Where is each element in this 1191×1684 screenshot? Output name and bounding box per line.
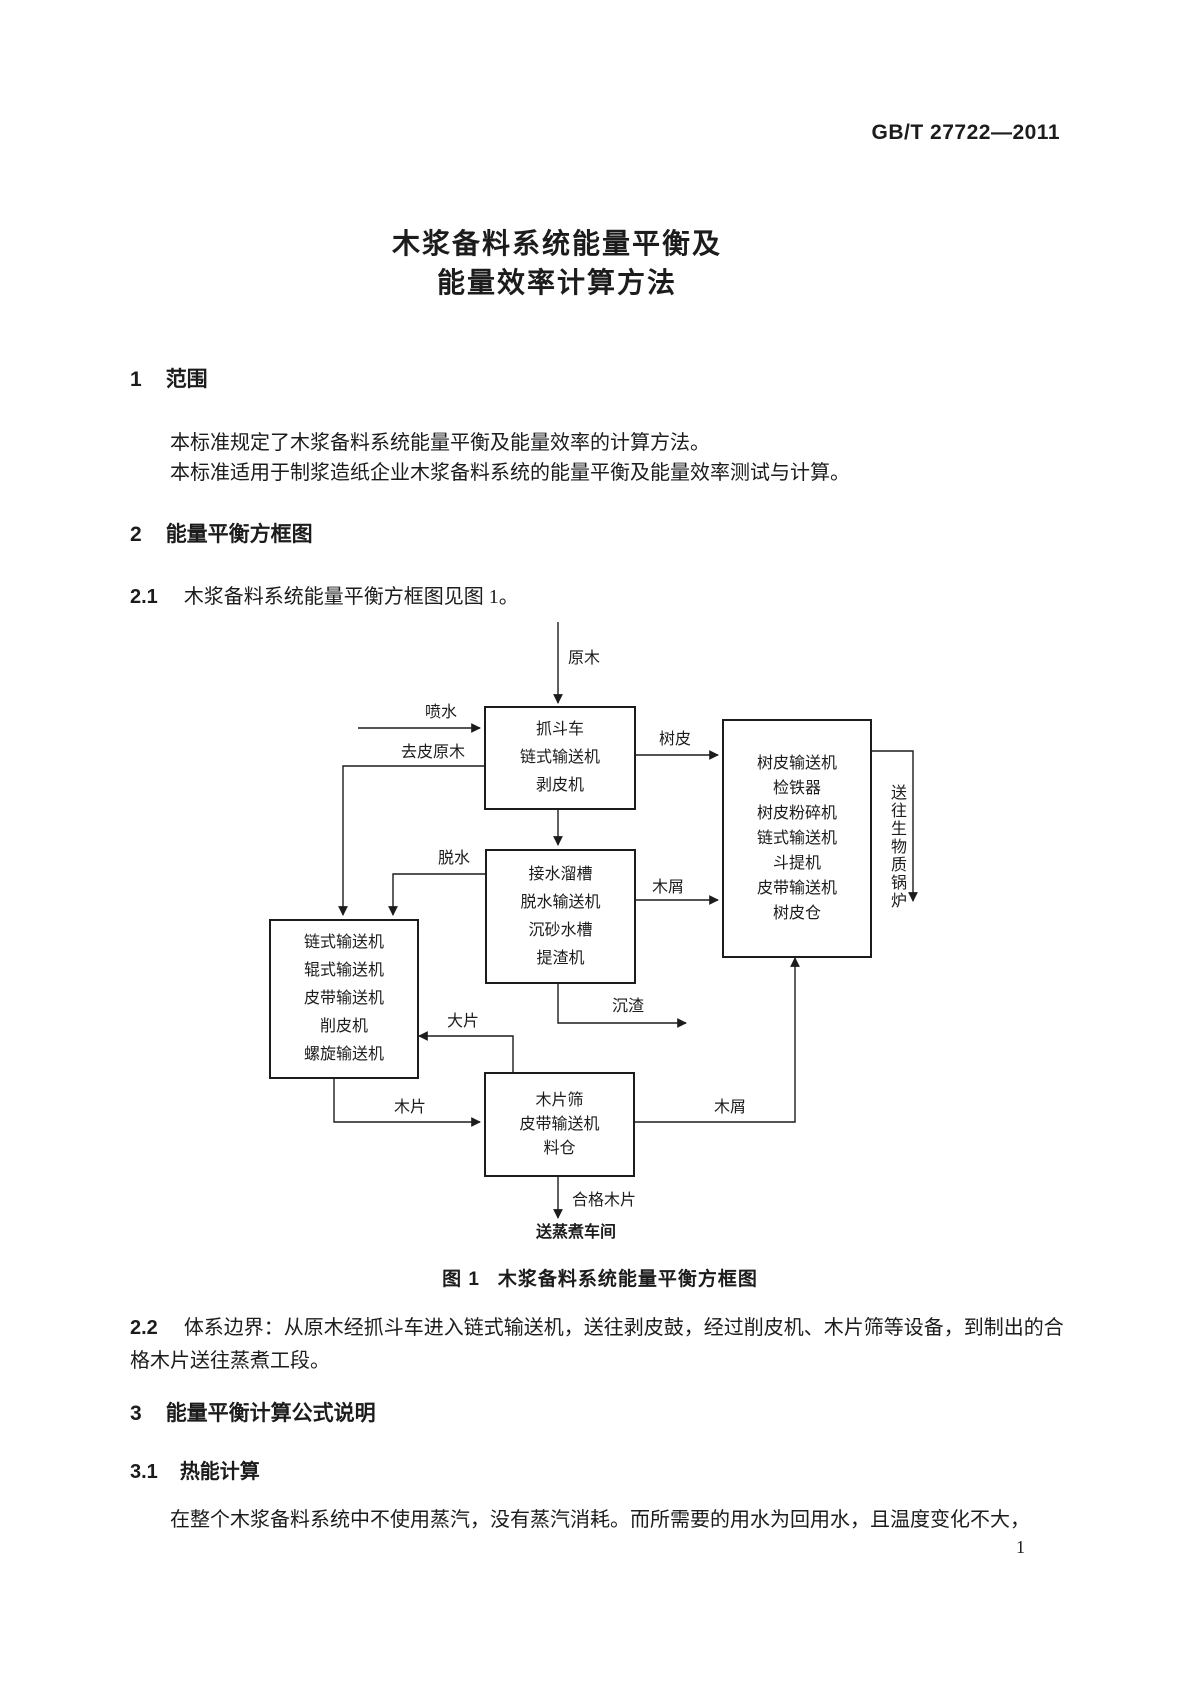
arrow-dewater [388,873,485,916]
section-3-1-body: 在整个木浆备料系统中不使用蒸汽，没有蒸汽消耗。而所需要的用水为回用水，且温度变化… [130,1505,1074,1535]
equipment-line: 提渣机 [536,949,585,967]
equipment-line: 削皮机 [319,1018,368,1035]
equipment-line: 接水溜槽 [528,865,593,883]
section-number: 3 [130,1402,142,1425]
clause-number: 2.2 [130,1317,158,1339]
box-bark-handling: 树皮输送机 检铁器 树皮粉碎机 链式输送机 斗提机 皮带输送机 树皮仓 [722,719,872,958]
doc-number: GB/T 27722—2011 [871,121,1060,144]
arrow-large-pieces [418,1031,514,1072]
flow-label-sawdust-bottom: 木屑 [714,1099,747,1116]
clause-text: 体系边界：从原木经抓斗车进入链式输送机，送往剥皮鼓，经过削皮机、木片筛等设备，到… [130,1317,1064,1372]
box-dewatering-trough: 接水溜槽 脱水输送机 沉砂水槽 提渣机 [485,849,636,984]
clause-text: 木浆备料系统能量平衡方框图见图 1。 [183,586,519,608]
section-title: 能量平衡计算公式说明 [165,1402,376,1425]
flow-label-raw-wood: 原木 [568,650,601,667]
flow-label-sediment: 沉渣 [612,998,645,1015]
section-2-heading: 2 能量平衡方框图 [130,523,313,547]
equipment-line: 检铁器 [772,780,821,797]
flow-label-spray-water: 喷水 [425,704,458,721]
equipment-line: 螺旋输送机 [303,1046,384,1063]
flow-label-chips: 木片 [394,1099,427,1116]
equipment-line: 树皮粉碎机 [756,805,837,822]
arrow-sediment [557,980,687,1028]
equipment-line: 斗提机 [772,855,821,872]
paragraph: 本标准规定了木浆备料系统能量平衡及能量效率的计算方法。 [170,432,710,454]
flow-label-dewater: 脱水 [438,850,471,867]
section-number: 2 [130,523,142,546]
equipment-line: 木片筛 [535,1091,584,1109]
equipment-line: 链式输送机 [519,749,600,766]
arrow-sawdust-bottom [631,957,800,1123]
flow-label-sawdust-top: 木屑 [652,879,685,896]
document-title: 木浆备料系统能量平衡及 能量效率计算方法 [0,224,1114,302]
equipment-line: 皮带输送机 [519,1115,600,1133]
page-number: 1 [1016,1537,1025,1557]
title-line-2: 能量效率计算方法 [436,267,677,298]
equipment-line: 皮带输送机 [303,990,384,1007]
flow-label-to-cooking: 送蒸煮车间 [536,1224,617,1241]
equipment-line: 辊式输送机 [303,962,384,979]
clause-title: 热能计算 [179,1461,260,1483]
equipment-line: 脱水输送机 [520,893,601,911]
flow-label-to-boiler: 送往生物质锅炉 [888,784,905,910]
section-title: 能量平衡方框图 [165,523,313,546]
equipment-line: 皮带输送机 [756,880,837,897]
clause-number: 2.1 [130,586,158,608]
flow-label-bark: 树皮 [659,731,692,748]
box-grab-car-debarker: 抓斗车 链式输送机 剥皮机 [484,706,636,810]
energy-balance-block-diagram: 抓斗车 链式输送机 剥皮机 接水溜槽 脱水输送机 沉砂水槽 提渣机 链式输送机 … [240,600,960,1250]
arrow-chips [333,1075,481,1127]
clause-2-1: 2.1 木浆备料系统能量平衡方框图见图 1。 [130,581,1074,614]
paragraph: 本标准适用于制浆造纸企业木浆备料系统的能量平衡及能量效率测试与计算。 [170,462,850,484]
box-chip-screen: 木片筛 皮带输送机 料仓 [484,1072,635,1177]
figure-title: 木浆备料系统能量平衡方框图 [497,1269,758,1290]
flow-label-qualified-chips: 合格木片 [572,1192,637,1209]
arrow-debarked-wood [338,765,484,916]
equipment-line: 抓斗车 [535,721,584,738]
equipment-line: 料仓 [543,1139,576,1157]
section-1-body: 本标准规定了木浆备料系统能量平衡及能量效率的计算方法。 本标准适用于制浆造纸企业… [130,428,1074,488]
flow-label-debarked-wood: 去皮原木 [401,744,466,761]
section-3-heading: 3 能量平衡计算公式说明 [130,1402,376,1426]
arrow-to-boiler [868,750,918,902]
equipment-line: 树皮仓 [772,905,821,922]
equipment-line: 链式输送机 [756,830,837,847]
title-line-1: 木浆备料系统能量平衡及 [391,228,722,259]
figure-caption: 图 1 木浆备料系统能量平衡方框图 [130,1264,1070,1291]
equipment-line: 剥皮机 [535,777,584,794]
box-conveyors-chipper: 链式输送机 辊式输送机 皮带输送机 削皮机 螺旋输送机 [269,919,419,1079]
equipment-line: 链式输送机 [303,934,384,951]
flow-label-large-pieces: 大片 [447,1013,480,1030]
section-1-heading: 1 范围 [130,368,208,392]
equipment-line: 树皮输送机 [756,755,837,772]
section-number: 1 [130,368,142,391]
equipment-line: 沉砂水槽 [528,921,593,939]
section-title: 范围 [165,368,208,391]
figure-number: 图 1 [442,1269,480,1290]
flow-arrows [333,622,918,1219]
paragraph: 在整个木浆备料系统中不使用蒸汽，没有蒸汽消耗。而所需要的用水为回用水，且温度变化… [170,1509,1030,1531]
clause-3-1-heading: 3.1 热能计算 [130,1460,260,1484]
clause-number: 3.1 [130,1461,158,1483]
